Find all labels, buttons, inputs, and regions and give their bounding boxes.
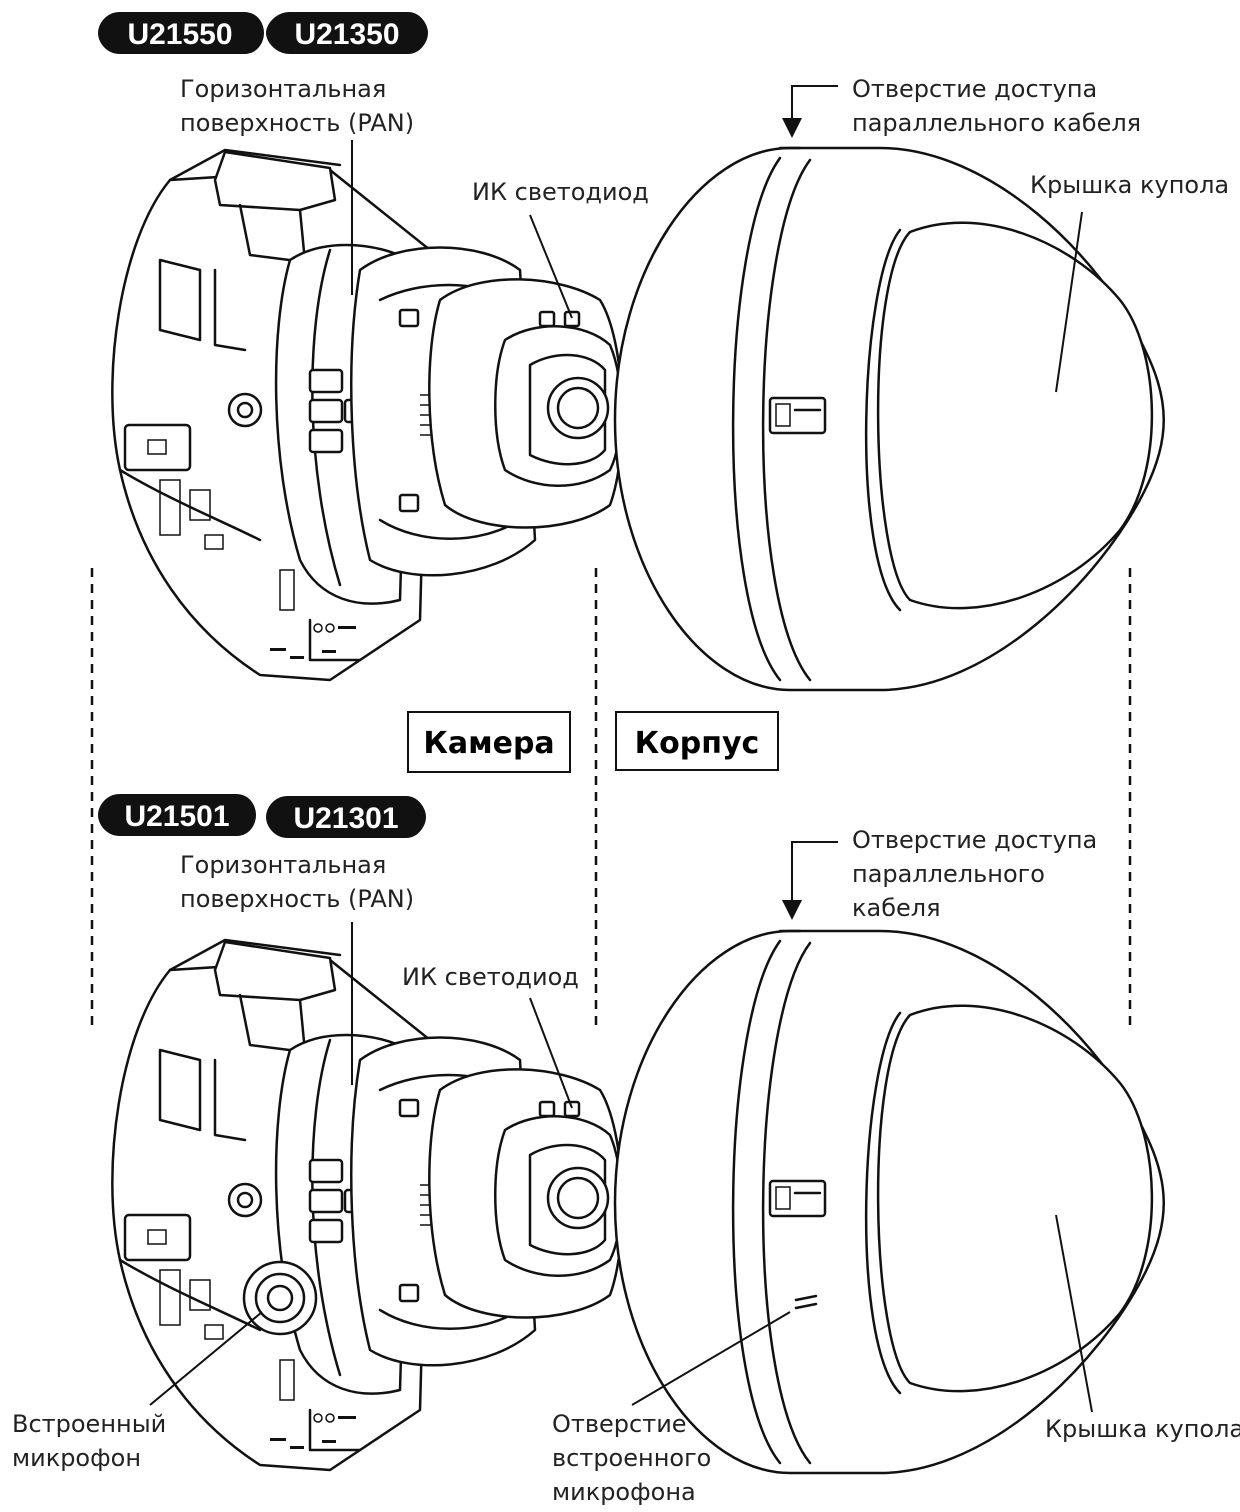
cable-access-label-line2: параллельного xyxy=(852,860,1045,888)
dome-cover-leader-line xyxy=(1055,1214,1093,1413)
camera-section-box: Камера xyxy=(407,711,571,773)
dome-cover-label: Крышка купола xyxy=(1045,1415,1240,1443)
model-badge-text: U21550 xyxy=(127,18,232,51)
ir-led-label: ИК светодиод xyxy=(402,963,579,991)
arrow-down-icon xyxy=(782,118,802,138)
pan-surface-label-line2: поверхность (PAN) xyxy=(180,885,414,913)
model-badge-text: U21350 xyxy=(294,18,399,51)
cable-access-arrow xyxy=(791,841,838,910)
pan-surface-label-line1: Горизонтальная xyxy=(180,851,386,879)
cable-access-label-line3: кабеля xyxy=(852,894,941,922)
pan-surface-label-line1: Горизонтальная xyxy=(180,75,386,103)
mic-hole-leader-line xyxy=(631,1311,791,1406)
mic-leader-line xyxy=(149,1311,263,1406)
cable-access-label-line2: параллельного кабеля xyxy=(852,109,1141,137)
housing-section-label: Корпус xyxy=(635,726,760,761)
dome-cover-leader-line xyxy=(1055,211,1083,393)
model-badge-u21301: U21301 xyxy=(266,796,426,838)
cable-access-label-line1: Отверстие доступа xyxy=(852,75,1097,103)
built-in-microphone-icon xyxy=(242,1260,318,1336)
model-badge-u21501: U21501 xyxy=(98,794,256,836)
camera-module-drawing xyxy=(111,938,624,1472)
mic-hole-label-line3: микрофона xyxy=(552,1478,696,1506)
housing-section-box: Корпус xyxy=(615,711,779,771)
model-badge-text: U21501 xyxy=(124,800,229,833)
mic-hole-label-line1: Отверстие xyxy=(552,1410,687,1438)
pan-surface-label-line2: поверхность (PAN) xyxy=(180,109,414,137)
dome-cover-label: Крышка купола xyxy=(1030,171,1229,199)
cable-access-arrow xyxy=(791,85,838,128)
ir-led-label: ИК светодиод xyxy=(472,178,649,206)
arrow-down-icon xyxy=(782,900,802,920)
model-badge-u21550: U21550 xyxy=(98,12,264,54)
bottom-section: U21501 U21301 Горизонтальная поверхность… xyxy=(12,794,1240,1506)
dome-housing-drawing xyxy=(613,929,1165,1475)
model-badge-text: U21301 xyxy=(293,802,398,835)
built-in-mic-label-line2: микрофон xyxy=(12,1444,141,1472)
top-section: U21550 U21350 Горизонтальная поверхность… xyxy=(98,12,1229,692)
ir-leader-line xyxy=(529,997,573,1109)
mic-hole-label-line2: встроенного xyxy=(552,1444,711,1472)
mic-hole-icon xyxy=(794,1294,818,1310)
camera-module-drawing xyxy=(111,148,624,682)
cable-access-label-line1: Отверстие доступа xyxy=(852,826,1097,854)
ir-leader-line xyxy=(529,214,573,319)
dome-housing-drawing xyxy=(613,146,1165,692)
camera-section-label: Камера xyxy=(423,726,554,761)
built-in-mic-label-line1: Встроенный xyxy=(12,1410,166,1438)
model-badge-u21350: U21350 xyxy=(266,12,428,54)
